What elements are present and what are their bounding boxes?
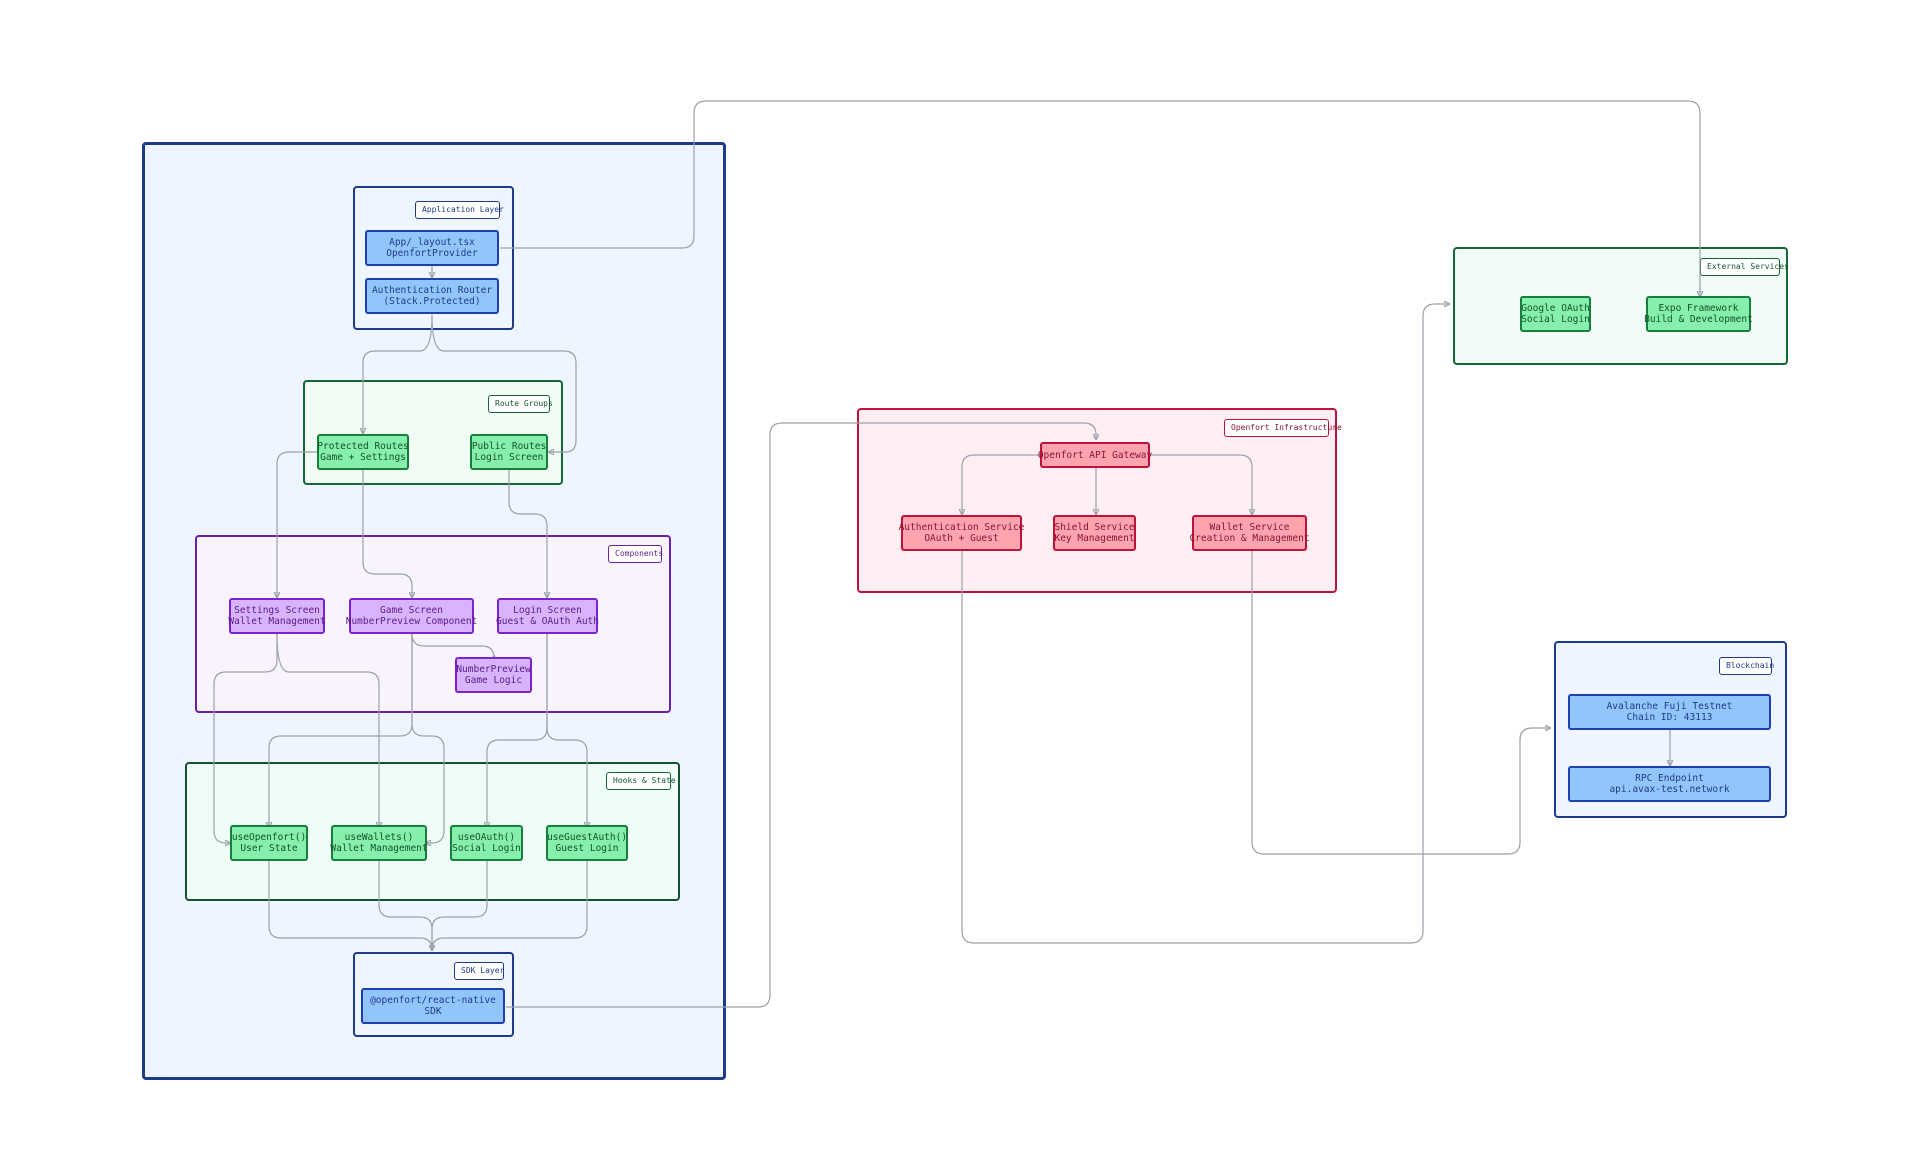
login-screen-subtitle: Guest & OAuth Auth — [496, 616, 599, 627]
rpc-subtitle: api.avax-test.network — [1609, 784, 1730, 795]
use-openfort-title: useOpenfort() — [231, 832, 307, 843]
openfort-infrastructure-label: Openfort Infrastructure — [1224, 419, 1342, 437]
login-screen-title: Login Screen — [513, 605, 582, 616]
use-guest-auth-node[interactable]: useGuestAuth() Guest Login — [546, 825, 628, 861]
auth-service-node[interactable]: Authentication Service OAuth + Guest — [898, 515, 1025, 551]
auth-service-title: Authentication Service — [898, 522, 1025, 533]
login-screen-node[interactable]: Login Screen Guest & OAuth Auth — [496, 598, 599, 634]
wallet-service-title: Wallet Service — [1209, 522, 1290, 533]
public-routes-node[interactable]: Public Routes Login Screen — [470, 434, 548, 470]
use-oauth-title: useOAuth() — [457, 832, 516, 843]
app-layout-subtitle: OpenfortProvider — [386, 248, 478, 259]
protected-routes-subtitle: Game + Settings — [320, 452, 406, 463]
google-oauth-node[interactable]: Google OAuth Social Login — [1520, 296, 1591, 332]
openfort-infrastructure-group: Openfort Infrastructure — [857, 408, 1342, 593]
sdk-subtitle: SDK — [424, 1006, 442, 1017]
wallet-service-node[interactable]: Wallet Service Creation & Management — [1189, 515, 1310, 551]
app-layout-node[interactable]: App/_layout.tsx OpenfortProvider — [365, 230, 499, 266]
edge-wallet-to-avalanche — [1251, 551, 1550, 855]
game-screen-node[interactable]: Game Screen NumberPreview Component — [346, 598, 477, 634]
avalanche-title: Avalanche Fuji Testnet — [1606, 701, 1733, 712]
settings-screen-subtitle: Wallet Management — [228, 616, 326, 627]
expo-subtitle: Build & Development — [1644, 314, 1753, 325]
number-preview-title: NumberPreview — [456, 664, 531, 675]
google-oauth-subtitle: Social Login — [1521, 314, 1590, 325]
use-oauth-node[interactable]: useOAuth() Social Login — [450, 825, 523, 861]
use-openfort-subtitle: User State — [240, 843, 298, 854]
protected-routes-node[interactable]: Protected Routes Game + Settings — [317, 434, 409, 470]
api-gateway-title: Openfort API Gateway — [1037, 449, 1153, 461]
sdk-title: @openfort/react-native — [370, 995, 496, 1006]
game-screen-title: Game Screen — [380, 605, 443, 616]
avalanche-node[interactable]: Avalanche Fuji Testnet Chain ID: 43113 — [1568, 694, 1771, 730]
public-routes-title: Public Routes — [471, 441, 547, 452]
application-layer-label: Application Layer — [415, 201, 504, 219]
sdk-node[interactable]: @openfort/react-native SDK — [361, 988, 505, 1024]
avalanche-subtitle: Chain ID: 43113 — [1626, 712, 1713, 723]
hooks-state-label: Hooks & State — [606, 772, 676, 790]
use-guest-auth-title: useGuestAuth() — [546, 832, 628, 843]
auth-router-node[interactable]: Authentication Router (Stack.Protected) — [365, 278, 499, 314]
game-screen-subtitle: NumberPreview Component — [345, 616, 478, 627]
expo-node[interactable]: Expo Framework Build & Development — [1644, 296, 1753, 332]
route-groups-label: Route Groups — [488, 395, 553, 413]
use-oauth-subtitle: Social Login — [452, 843, 521, 854]
protected-routes-title: Protected Routes — [317, 441, 409, 452]
app-layout-title: App/_layout.tsx — [389, 237, 475, 248]
settings-screen-node[interactable]: Settings Screen Wallet Management — [228, 598, 326, 634]
api-gateway-node[interactable]: Openfort API Gateway — [1037, 442, 1153, 468]
edge-auth-to-google — [961, 304, 1449, 944]
shield-service-title: Shield Service — [1054, 522, 1135, 533]
wallet-service-subtitle: Creation & Management — [1189, 533, 1310, 544]
auth-service-subtitle: OAuth + Guest — [924, 533, 999, 544]
rpc-title: RPC Endpoint — [1635, 773, 1704, 784]
use-guest-auth-subtitle: Guest Login — [555, 843, 619, 854]
number-preview-subtitle: Game Logic — [464, 675, 523, 686]
settings-screen-title: Settings Screen — [234, 605, 320, 616]
use-wallets-subtitle: Wallet Management — [330, 843, 428, 854]
number-preview-node[interactable]: NumberPreview Game Logic — [455, 657, 532, 693]
sdk-layer-label: SDK Layer — [454, 962, 504, 980]
use-wallets-node[interactable]: useWallets() Wallet Management — [330, 825, 428, 861]
public-routes-subtitle: Login Screen — [474, 452, 544, 463]
rpc-node[interactable]: RPC Endpoint api.avax-test.network — [1568, 766, 1771, 802]
external-services-label: External Services — [1700, 258, 1789, 276]
shield-service-node[interactable]: Shield Service Key Management — [1053, 515, 1136, 551]
blockchain-label: Blockchain — [1719, 657, 1774, 675]
auth-router-title: Authentication Router — [371, 285, 493, 296]
expo-title: Expo Framework — [1658, 303, 1739, 314]
components-label: Components — [608, 545, 663, 563]
google-oauth-title: Google OAuth — [1521, 303, 1590, 314]
shield-service-subtitle: Key Management — [1054, 533, 1135, 544]
auth-router-subtitle: (Stack.Protected) — [383, 296, 481, 307]
use-wallets-title: useWallets() — [344, 832, 414, 843]
use-openfort-node[interactable]: useOpenfort() User State — [230, 825, 308, 861]
